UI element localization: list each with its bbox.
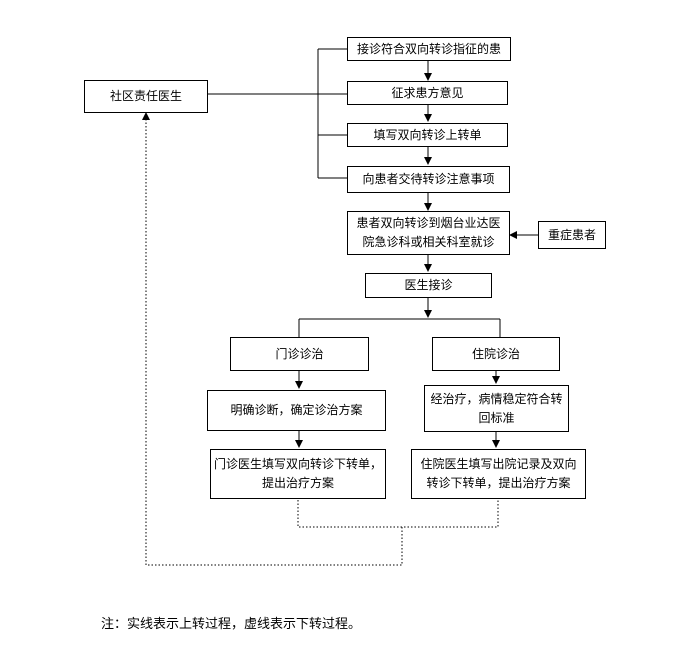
inpatient-box: 住院诊治 xyxy=(432,337,560,371)
go-to-hospital-box: 患者双向转诊到烟台业达医院急诊科或相关科室就诊 xyxy=(347,211,510,255)
legend-note: 注：实线表示上转过程，虚线表示下转过程。 xyxy=(101,617,362,632)
dotted-return-arrowhead xyxy=(142,112,150,120)
inpatient-downward-box: 住院医生填写出院记录及双向转诊下转单，提出治疗方案 xyxy=(411,449,586,499)
doctor-receive-box: 医生接诊 xyxy=(365,273,492,298)
dotted-return-to-doctor xyxy=(145,118,403,566)
explain-notes-box: 向患者交待转诊注意事项 xyxy=(347,166,510,193)
outpatient-downward-box: 门诊医生填写双向转诊下转单，提出治疗方案 xyxy=(210,449,386,499)
stable-after-treatment-box: 经治疗，病情稳定符合转回标准 xyxy=(424,385,569,432)
critical-patient-box: 重症患者 xyxy=(538,221,606,249)
diagnose-box: 明确诊断，确定诊治方案 xyxy=(207,390,386,431)
dotted-return-bracket xyxy=(297,500,499,528)
seek-opinion-box: 征求患方意见 xyxy=(347,81,508,105)
community-doctor-box: 社区责任医生 xyxy=(84,80,208,113)
receive-patient-box: 接诊符合双向转诊指征的患 xyxy=(347,37,511,61)
fill-upward-form-box: 填写双向转诊上转单 xyxy=(347,123,508,147)
outpatient-box: 门诊诊治 xyxy=(230,337,369,371)
